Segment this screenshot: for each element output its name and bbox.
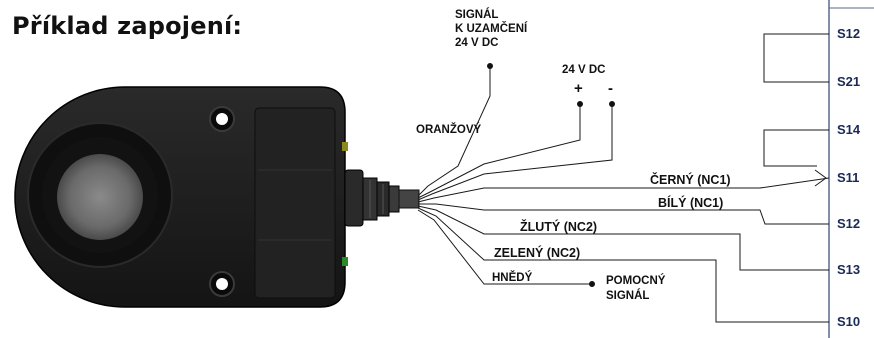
- terminal-s11: S11: [837, 170, 859, 185]
- wire-orange: [417, 66, 491, 197]
- terminal-s13: S13: [837, 262, 860, 277]
- wire-green: [417, 207, 829, 323]
- minus-dot: [609, 101, 615, 107]
- cable-gland: [344, 169, 420, 227]
- wire-minus: [417, 104, 613, 201]
- signal-label-line3: 24 V DC: [455, 37, 498, 49]
- plus-dot: [577, 101, 583, 107]
- terminal-s21: S21: [837, 74, 860, 89]
- wire-plus: [417, 104, 581, 199]
- wire-label-white: BÍLÝ (NC1): [658, 195, 723, 210]
- signal-dot: [487, 63, 493, 69]
- wire-label-orange: ORANŽOVÝ: [416, 123, 482, 136]
- wires: [417, 33, 830, 323]
- green-led: [342, 257, 348, 266]
- wire-brown: [417, 209, 592, 285]
- aux-label-line1: POMOCNÝ: [606, 274, 666, 287]
- wire-label-yellow: ŽLUTÝ (NC2): [520, 219, 597, 234]
- yellow-led: [342, 142, 348, 151]
- aux-label-line2: SIGNÁL: [606, 289, 649, 302]
- terminal-panel: [828, 0, 874, 338]
- plus-label: +: [574, 80, 583, 97]
- power-label: 24 V DC: [562, 64, 605, 76]
- contact-arrow: [814, 169, 827, 187]
- terminal-s12-bottom: S12: [837, 216, 860, 231]
- minus-label: -: [608, 80, 613, 97]
- wire-black: [417, 177, 830, 203]
- signal-label-line2: K UZAMČENÍ: [455, 22, 528, 35]
- page-title: Příklad zapojení:: [12, 12, 243, 40]
- wire-yellow: [417, 205, 829, 271]
- terminal-s12-top: S12: [837, 26, 860, 41]
- terminal-s10: S10: [837, 314, 860, 329]
- wire-white: [418, 203, 829, 225]
- aux-dot: [589, 281, 595, 287]
- sensor-lens: [57, 154, 143, 240]
- sensor-device: [14, 86, 348, 308]
- wire-label-black: ČERNÝ (NC1): [650, 172, 731, 187]
- wire-label-green: ZELENÝ (NC2): [494, 245, 580, 260]
- jumper-s14-s11: [763, 129, 829, 167]
- signal-label-line1: SIGNÁL: [455, 8, 498, 21]
- jumper-s12-s21: [763, 33, 829, 83]
- terminal-s14: S14: [837, 122, 861, 137]
- wire-label-brown: HNĚDÝ: [492, 271, 533, 284]
